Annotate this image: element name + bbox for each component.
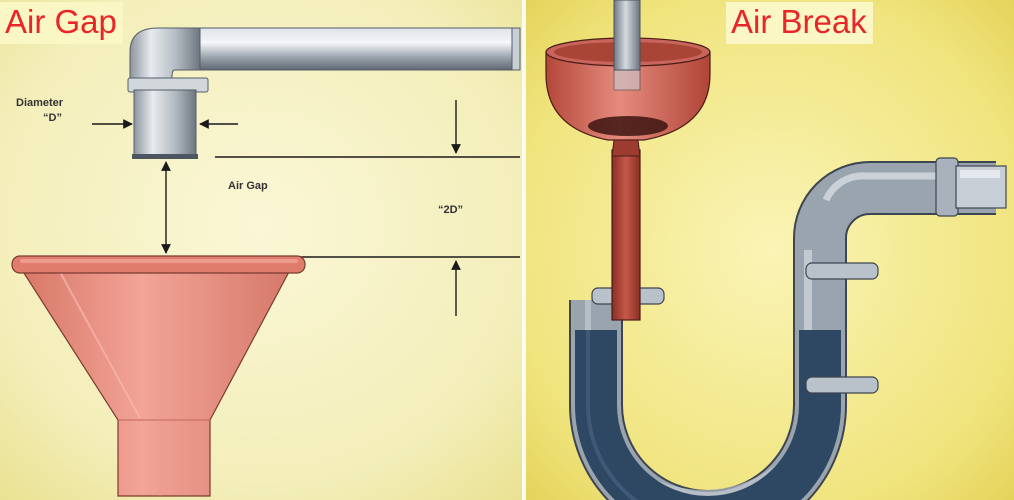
slip-nut-lower [805,376,879,394]
air-gap-panel: Diameter “D” Air Gap “2D” Air Gap [0,0,522,500]
trap-water [575,330,841,500]
panel-divider [522,0,526,500]
faucet-pipe [127,27,521,159]
diameter-d-label: “D” [43,112,62,124]
air-break-panel: Air Break [526,0,1014,500]
slip-nut-upper [805,262,879,280]
air-gap-background [0,0,522,500]
p-trap [569,161,996,500]
air-gap-label: Air Gap [228,180,268,192]
dimension-lines [92,100,520,316]
drain-line [613,0,641,91]
air-gap-illustration [0,0,522,500]
funnel-receptor [545,37,711,321]
slip-nuts [591,262,879,394]
air-break-illustration [526,0,1014,500]
trap-outlet [935,157,1007,217]
two-d-label: “2D” [438,204,464,216]
diameter-label: Diameter [16,97,64,109]
funnel [11,255,306,497]
air-gap-title: Air Gap [0,2,123,44]
air-break-title: Air Break [726,2,873,44]
